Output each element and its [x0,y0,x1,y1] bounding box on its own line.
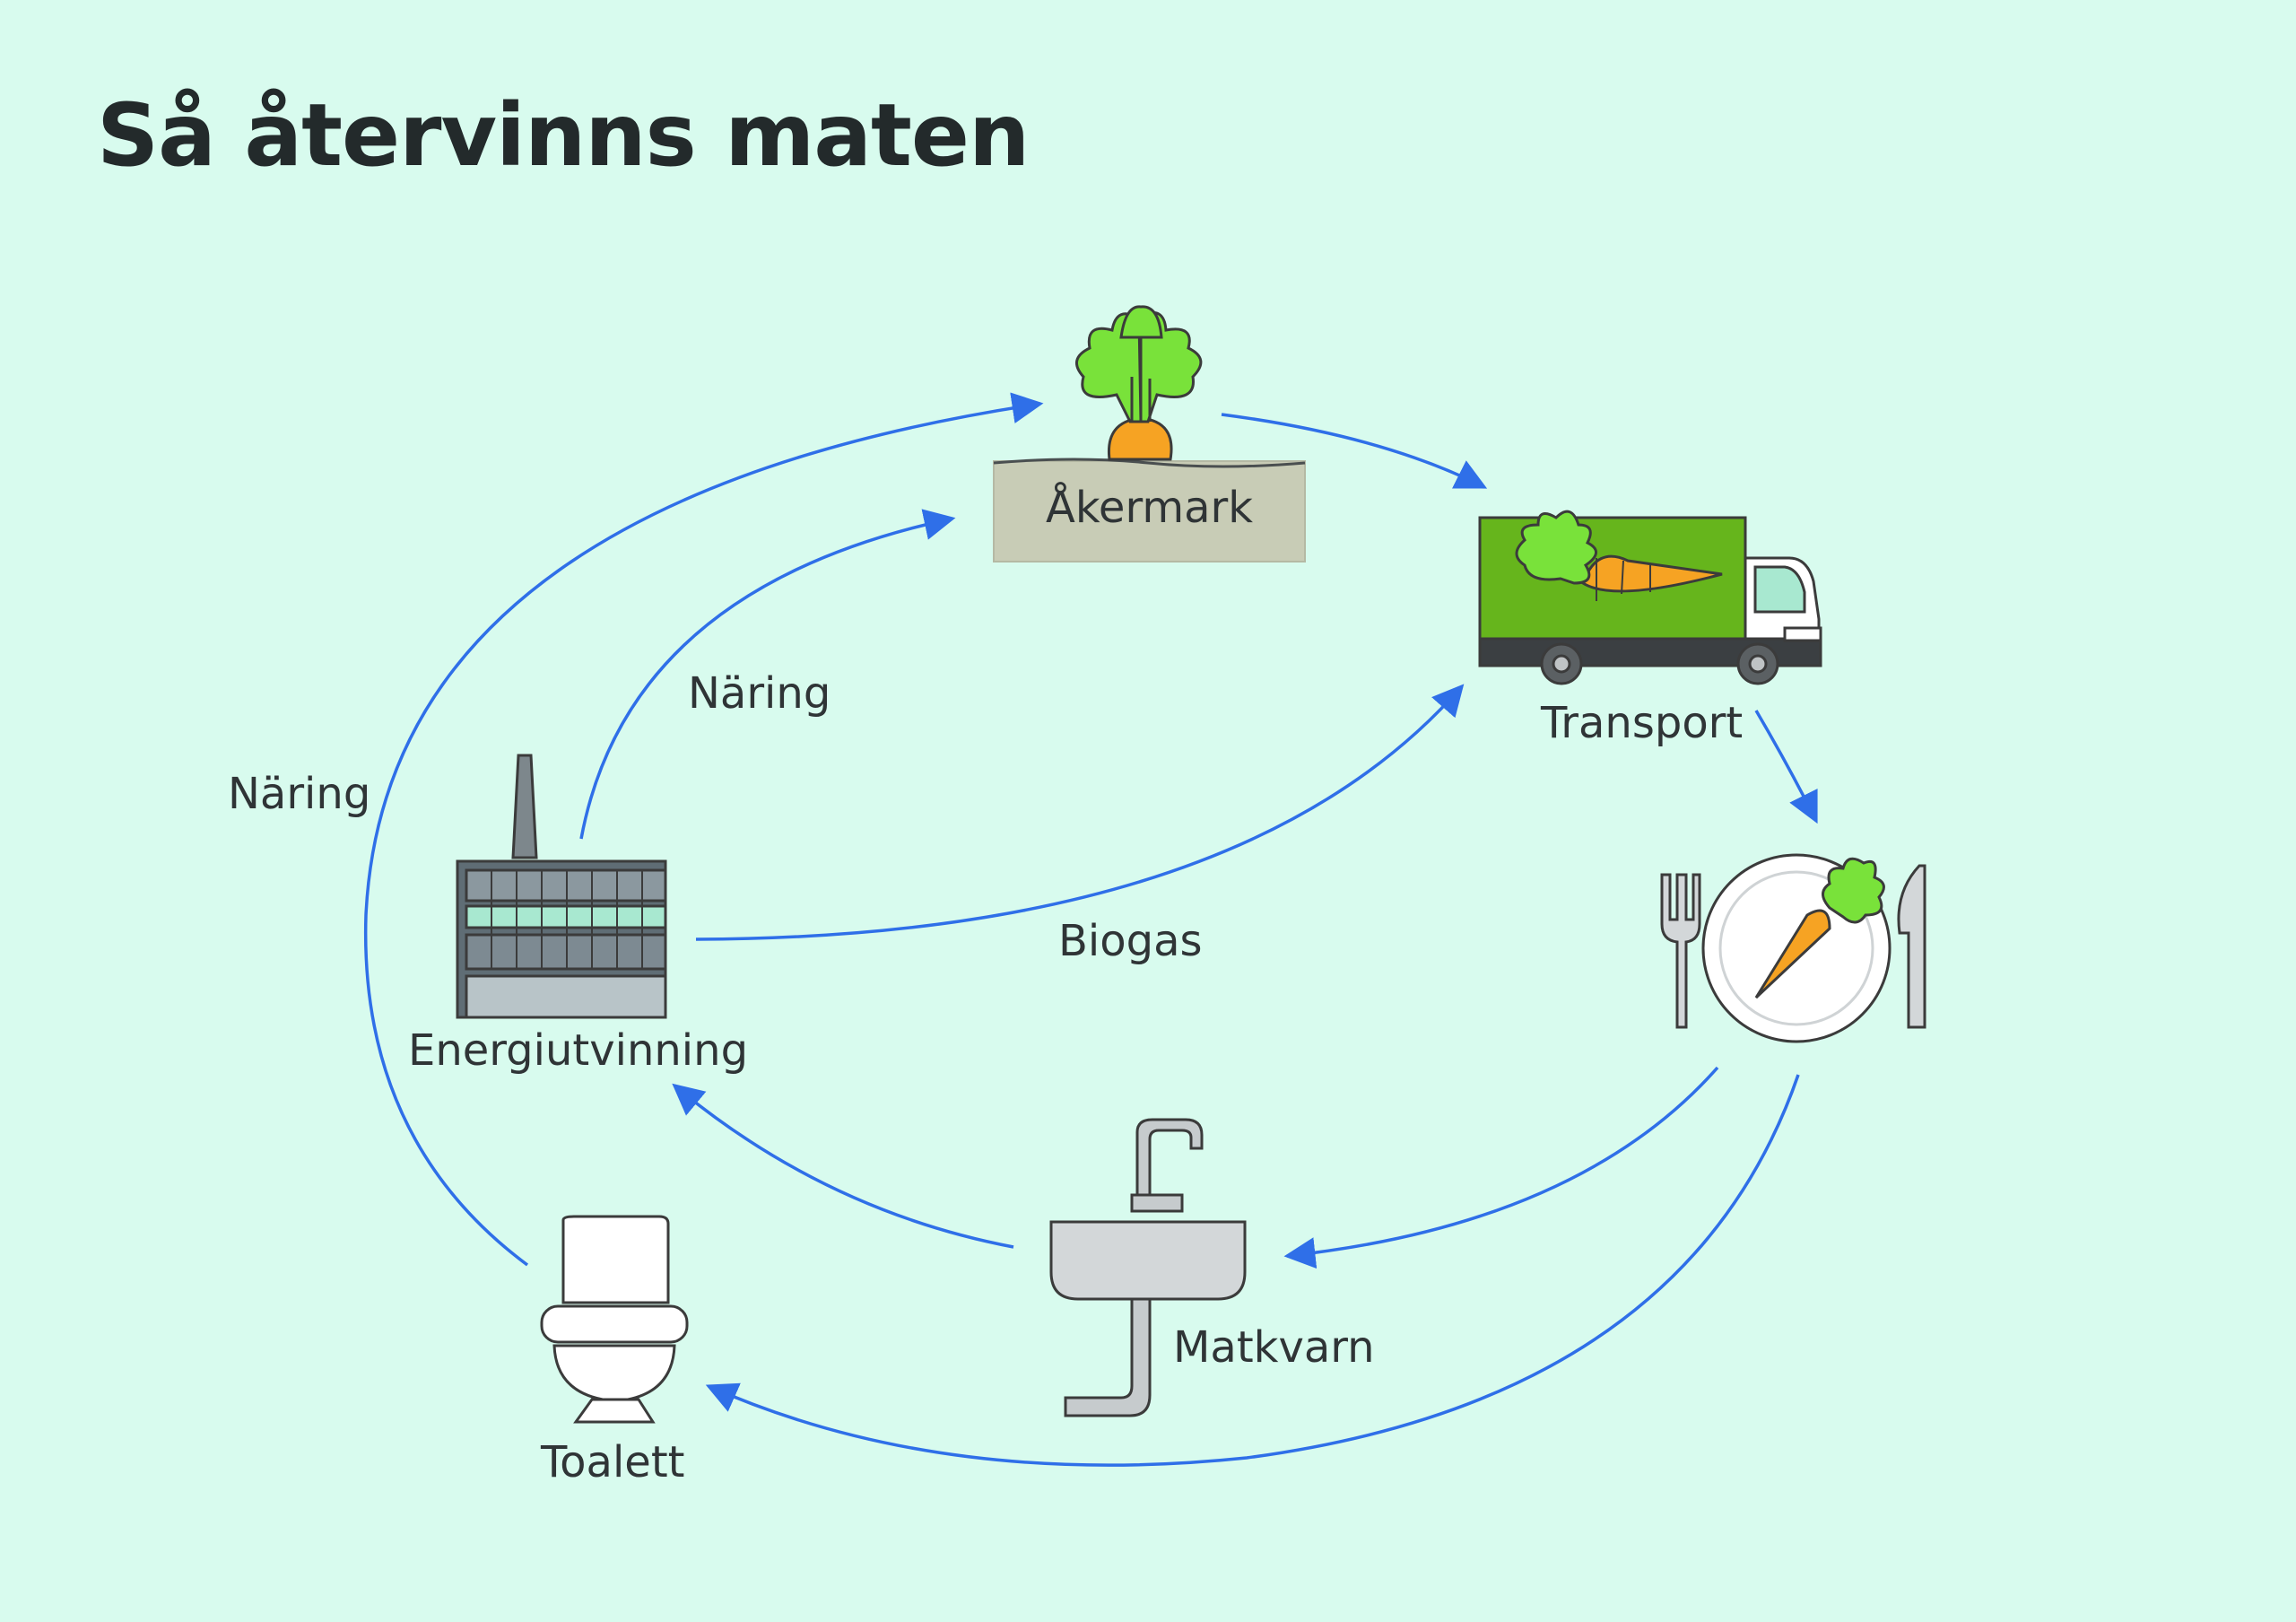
sink-icon [1049,1118,1247,1417]
arrow-plate-to-grinder [1283,1066,1719,1269]
arrow-transport-to-plate [1754,710,1818,824]
arrow-grinder-to-energy [672,1083,1014,1249]
edge-label-nutrition-outer: Näring [228,769,371,819]
edge-label-biogas: Biogas [1058,916,1203,966]
arrow-field-to-transport [1221,413,1488,489]
arrow-energy-to-transport [695,684,1465,941]
field-icon [993,305,1306,562]
fork-icon [1660,873,1701,1029]
node-label-field: Åkermark [1046,483,1254,533]
node-label-toilet: Toalett [541,1437,685,1487]
factory-icon [456,754,667,1019]
truck-icon [1478,510,1822,685]
node-label-grinder: Matkvarn [1173,1322,1375,1373]
arrow-toilet-to-field [363,392,1044,1267]
node-label-energy: Energiutvinning [408,1025,749,1076]
edge-label-nutrition-inner: Näring [688,668,831,719]
plate-icon [1660,853,1926,1043]
page-title: Så återvinns maten [97,85,1030,186]
arrow-energy-to-field [579,509,956,840]
toilet-icon [540,1215,689,1424]
knife-icon [1897,864,1926,1029]
node-label-transport: Transport [1541,698,1744,748]
arrow-plate-to-toilet [705,1074,1800,1467]
